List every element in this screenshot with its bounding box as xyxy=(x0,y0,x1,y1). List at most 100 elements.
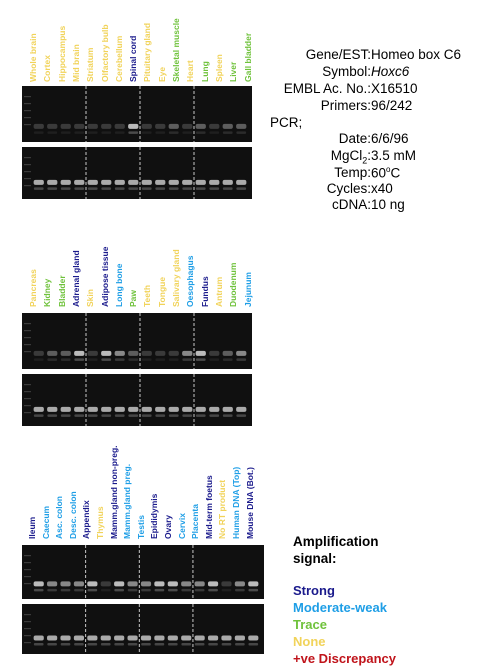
ladder-mark xyxy=(24,103,31,105)
ladder-mark xyxy=(24,583,31,585)
gel-band-faint xyxy=(236,414,247,417)
gel-band-faint xyxy=(60,187,71,190)
gel-band xyxy=(195,179,206,185)
gel-band-faint xyxy=(47,588,57,592)
gel-band xyxy=(182,406,193,412)
lane-label: Fundus xyxy=(199,276,210,307)
gel-band xyxy=(60,581,71,587)
ladder-mark xyxy=(24,628,31,630)
ladder-mark xyxy=(24,642,31,644)
gel-band-faint xyxy=(194,643,205,646)
gel-image-panel-2-bottom xyxy=(22,374,252,426)
gel-band xyxy=(114,406,125,412)
gel-band xyxy=(128,406,139,412)
gel-band xyxy=(209,350,220,356)
gene-key: Gene/EST: xyxy=(305,47,371,62)
gel-band xyxy=(234,581,245,587)
ladder-mark xyxy=(24,96,31,98)
legend-moderate-weak: Moderate-weak xyxy=(293,600,387,615)
gel-band xyxy=(73,581,85,587)
gel-band-faint xyxy=(168,358,179,361)
lane-label: Tongue xyxy=(156,276,167,307)
gel-band xyxy=(101,179,112,185)
ladder-mark xyxy=(24,344,31,346)
gel-band-faint xyxy=(167,643,178,646)
gel-band xyxy=(181,581,192,587)
gel-band xyxy=(155,406,166,412)
gel-band-faint xyxy=(47,414,58,417)
gel-band xyxy=(209,406,220,412)
gel-band-faint xyxy=(182,131,193,134)
lane-label: Placenta xyxy=(190,504,201,539)
gel-band-faint xyxy=(167,588,178,592)
gel-band xyxy=(154,581,165,587)
lane-label: Mid-term foetus xyxy=(203,475,214,539)
gel-band-faint xyxy=(47,643,57,646)
gene-value: Homeo box C6 xyxy=(371,47,462,62)
gel-band-faint xyxy=(222,358,233,361)
gel-band xyxy=(128,350,139,356)
gel-band xyxy=(182,123,193,129)
gel-band-faint xyxy=(209,187,220,190)
gel-band xyxy=(47,635,58,641)
gel-band-faint xyxy=(235,588,245,592)
ladder-mark xyxy=(24,555,31,557)
legend-title-2: signal: xyxy=(293,551,337,566)
temp-key: Temp: xyxy=(334,165,371,180)
gel-band-faint xyxy=(74,414,85,417)
gel-band-faint xyxy=(141,187,152,190)
pcr-info: Gene/EST: Homeo box C6 Symbol: Hoxc6 EMB… xyxy=(0,0,487,240)
gel-band xyxy=(181,635,192,641)
gel-band xyxy=(100,635,111,641)
gel-band-faint xyxy=(87,588,98,592)
gel-band-faint xyxy=(114,358,125,361)
gel-band-faint xyxy=(33,414,44,417)
lane-label: Human DNA (Top) xyxy=(231,466,241,539)
gel-band-faint xyxy=(114,414,125,417)
gel-band-faint xyxy=(222,414,233,417)
gel-band xyxy=(209,123,220,129)
gel-band-faint xyxy=(209,358,220,361)
gel-band-faint xyxy=(128,187,139,190)
gel-band-faint xyxy=(221,643,232,646)
lane-label: Mouse DNA (Bot.) xyxy=(244,467,255,539)
gel-band xyxy=(167,581,178,587)
gel-band xyxy=(248,635,259,641)
gel-band-faint xyxy=(74,187,85,190)
gel-band-faint xyxy=(248,588,259,592)
gel-band xyxy=(87,406,98,412)
lane-label: Mamm.gland preg. xyxy=(122,463,133,539)
gel-band xyxy=(154,635,165,641)
gel-band-faint xyxy=(209,131,220,134)
ladder-mark xyxy=(24,164,31,166)
gel-band xyxy=(114,123,125,129)
gel-band-faint xyxy=(168,131,179,134)
gel-band-faint xyxy=(87,358,98,361)
gel-band-faint xyxy=(87,414,98,417)
gel-band-faint xyxy=(74,131,85,134)
amplification-legend: Amplification signal: Strong Moderate-we… xyxy=(293,533,396,667)
gel-band xyxy=(194,635,205,641)
gel-image-panel-1-bottom xyxy=(22,147,252,199)
gel-band-faint xyxy=(60,643,71,646)
symbol-key: Symbol: xyxy=(322,64,371,79)
gel-band xyxy=(33,581,44,587)
gel-band-faint xyxy=(181,643,192,646)
gel-band xyxy=(47,581,58,587)
embl-value: X16510 xyxy=(371,81,418,96)
gel-band xyxy=(60,635,71,641)
gel-band-faint xyxy=(60,588,71,592)
gel-band-faint xyxy=(114,588,125,592)
gel-band xyxy=(33,123,44,129)
gel-band xyxy=(60,350,71,356)
lane-label: Teeth xyxy=(142,284,153,307)
gel-band-faint xyxy=(168,414,179,417)
gel-band-faint xyxy=(195,414,206,417)
lane-label: Long bone xyxy=(113,263,124,307)
ladder-mark xyxy=(24,614,31,616)
gel-band-faint xyxy=(47,187,58,190)
gel-band xyxy=(182,350,193,356)
gel-band xyxy=(114,350,125,356)
lane-label: Appendix xyxy=(81,500,92,539)
lane-label: Cervix xyxy=(176,513,187,539)
